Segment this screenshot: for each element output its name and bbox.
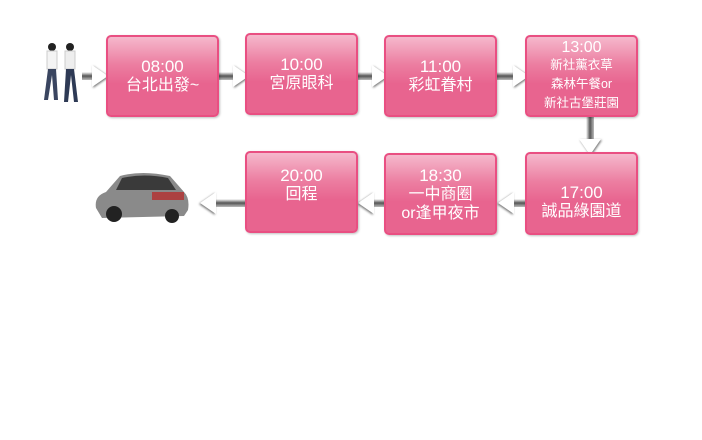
step-time: 18:30 <box>419 165 462 185</box>
walking-people-image <box>44 43 78 102</box>
arrow-5 <box>586 117 594 143</box>
step-label: 新社薰衣草 <box>550 58 613 72</box>
step-1000-box: 10:00 宮原眼科 <box>245 33 358 115</box>
step-1830-box: 18:30 一中商圈 or逢甲夜市 <box>384 153 497 235</box>
arrow-8 <box>214 199 245 207</box>
arrow-head-1 <box>92 65 108 87</box>
step-0800-box: 08:00 台北出發~ <box>106 35 219 117</box>
step-label: 宮原眼科 <box>269 75 334 92</box>
arrow-6 <box>512 199 525 207</box>
step-time: 11:00 <box>419 57 462 76</box>
step-label: 彩虹眷村 <box>408 77 473 94</box>
arrow-4 <box>497 72 517 80</box>
arrow-1 <box>82 72 96 80</box>
step-time: 20:00 <box>280 166 323 185</box>
step-time: 17:00 <box>560 182 603 202</box>
step-time: 13:00 <box>561 39 602 56</box>
step-label: 誠品綠園道 <box>541 202 622 220</box>
arrow-head-5 <box>579 139 601 155</box>
step-1700-box: 17:00 誠品綠園道 <box>525 152 638 235</box>
arrow-3 <box>358 72 376 80</box>
arrow-2 <box>219 72 237 80</box>
arrow-7 <box>370 199 384 207</box>
step-1100-box: 11:00 彩虹眷村 <box>384 35 497 117</box>
arrow-head-6 <box>498 192 514 214</box>
step-time: 08:00 <box>141 57 184 76</box>
arrow-head-8 <box>200 192 216 214</box>
step-label: 回程 <box>285 186 318 203</box>
arrow-head-7 <box>358 192 374 214</box>
car-image <box>95 173 189 223</box>
step-label: 新社古堡莊園 <box>543 96 619 110</box>
step-label: 台北出發~ <box>125 77 200 94</box>
step-time: 10:00 <box>280 55 323 74</box>
step-label: 一中商圈 <box>408 185 473 203</box>
step-2000-box: 20:00 回程 <box>245 151 358 233</box>
step-1300-box: 13:00 新社薰衣草 森林午餐or 新社古堡莊園 <box>525 35 638 117</box>
step-label: or逢甲夜市 <box>401 204 480 222</box>
step-label: 森林午餐or <box>550 77 613 91</box>
